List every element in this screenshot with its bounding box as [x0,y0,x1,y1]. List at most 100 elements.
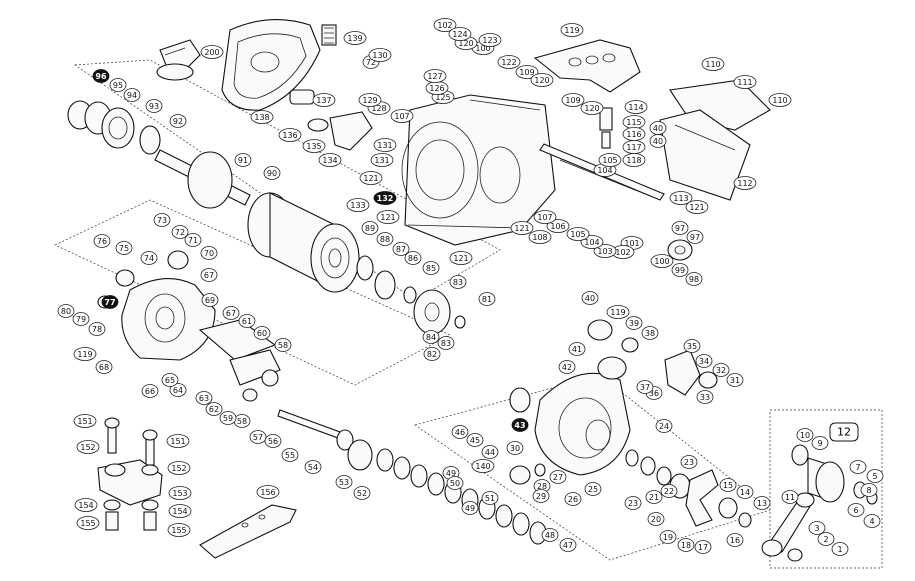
part-number-label: 100 [650,254,674,268]
part-number-text: 80 [61,307,71,316]
part-number-label: 58 [233,414,251,428]
part-number-text: 53 [339,478,349,487]
right-sideplate-part [534,372,631,476]
part-number-label: 21 [645,490,663,504]
label-bubble [304,460,322,474]
part-number-text: 73 [157,216,167,225]
part-number-label: 19 [659,530,677,544]
part-number-text: 78 [92,325,102,334]
part-number-text: 118 [626,156,641,165]
part-number-label: 151 [166,434,190,448]
part-number-text: 93 [149,102,159,111]
label-bubble [641,326,659,340]
part-number-text: 30 [510,444,520,453]
part-number-label: 154 [168,504,192,518]
part-number-text: 100 [475,44,490,53]
part-number-label: 15 [719,478,737,492]
part-number-text: 87 [396,245,406,254]
part-number-label: 45 [466,433,484,447]
bolt-right-part [142,429,158,466]
part-number-label: 26 [564,492,582,506]
part-number-label: 41 [568,342,586,356]
part-number-label: 133 [346,198,370,212]
part-number-label: 121 [376,210,400,224]
part-number-text: 79 [76,315,86,324]
spool-shaft-part [154,149,251,209]
part-number-label: 50 [446,476,464,490]
part-number-label: 40 [649,121,667,135]
part-number-text: 76 [97,237,107,246]
label-bubble [343,31,367,45]
label-bubble [606,305,630,319]
part-number-text: 116 [626,130,641,139]
part-number-label: 82 [423,347,441,361]
part-number-text: 51 [485,494,495,503]
part-number-text: 151 [77,417,92,426]
bearing-stack-part [67,100,161,155]
label-bubble [368,48,392,62]
label-bubble [141,384,159,398]
part-number-label: 155 [76,516,100,530]
part-number-label: 126 [425,81,449,95]
label-bubble [200,268,218,282]
part-number-text: 91 [238,156,248,165]
rod-clamp-part [97,459,163,506]
part-number-text: 119 [77,350,92,359]
part-number-label: 16 [726,533,744,547]
part-number-label: 154 [74,498,98,512]
part-number-text: 71 [188,236,198,245]
label-bubble [564,492,582,506]
label-bubble [510,221,534,235]
label-bubble [671,221,689,235]
part-number-label: 60 [253,326,271,340]
label-bubble [376,210,400,224]
part-number-label: 138 [250,110,274,124]
part-number-label: 132 [373,191,397,205]
part-number-label: 70 [200,246,218,260]
label-bubble [847,503,865,517]
label-bubble [598,153,622,167]
label-bubble [264,434,282,448]
part-number-text: 9 [817,439,822,448]
part-number-label: 4 [863,514,881,528]
part-number-text: 36 [649,389,659,398]
label-bubble [256,485,280,499]
part-number-label: 84 [422,330,440,344]
part-number-text: 154 [172,507,187,516]
part-number-text: 28 [537,482,547,491]
part-number-labels: 1234567891011131415161718192021222323242… [57,18,884,556]
part-number-label: 79 [72,312,90,326]
part-number-label: 69 [201,293,219,307]
part-number-label: 81 [478,292,496,306]
label-bubble [584,482,602,496]
part-number-text: 13 [757,499,767,508]
part-number-text: 83 [453,278,463,287]
part-number-text: 84 [426,333,436,342]
label-bubble [506,441,524,455]
part-number-text: 129 [362,96,377,105]
part-number-text: 75 [119,244,129,253]
brake-block-part [198,319,281,402]
part-number-text: 119 [610,308,625,317]
label-bubble [558,360,576,374]
assembly-12-badge-frame [829,422,859,442]
part-number-text: 105 [570,230,585,239]
drag-washer-stack-part [356,255,466,335]
part-number-text: 6 [853,506,858,515]
part-number-label: 102 [433,18,457,32]
label-bubble [695,354,713,368]
part-number-text: 77 [104,298,115,307]
label-bubble [171,225,189,239]
label-bubble [219,411,237,425]
part-number-text: 27 [553,473,563,482]
part-number-label: 109 [515,65,539,79]
part-number-label: 153 [168,486,192,500]
label-bubble [677,538,695,552]
part-number-label: 67 [222,306,240,320]
part-number-text: 113 [673,194,688,203]
part-number-label: 200 [200,45,224,59]
part-number-label: 113 [669,191,693,205]
part-number-label: 3 [808,521,826,535]
label-bubble [712,363,730,377]
part-number-text: 55 [285,451,295,460]
